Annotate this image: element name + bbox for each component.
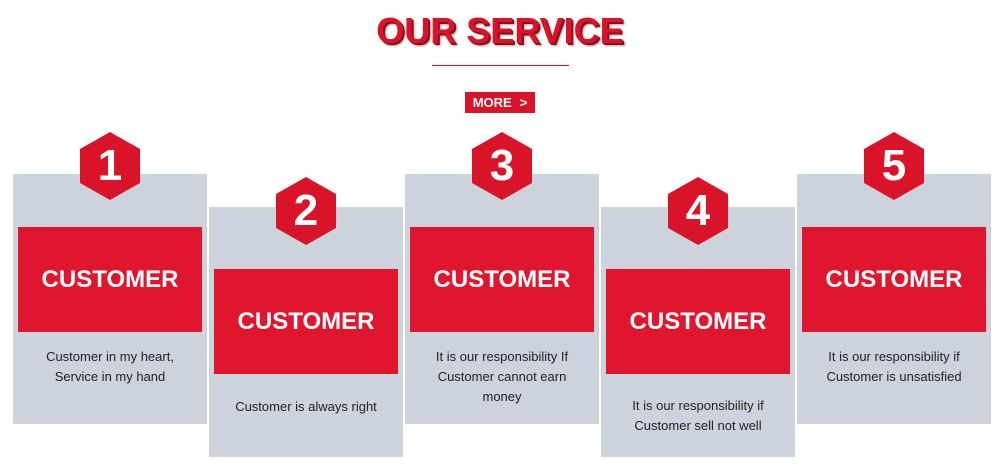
card-description: It is our responsibility if Customer is …: [797, 347, 991, 387]
card-description-line: money: [482, 389, 522, 404]
panel-title: CUSTOMER: [237, 307, 375, 335]
more-button-label: MORE: [472, 95, 512, 110]
card-description-line: Customer in my heart,: [46, 349, 174, 364]
panel-title: CUSTOMER: [629, 307, 767, 335]
chevron-right-icon: >: [519, 95, 528, 110]
card-description-line: It is our responsibility if: [828, 349, 960, 364]
card-description-line: It is our responsibility if: [632, 398, 764, 413]
badge-number: 5: [881, 141, 907, 190]
card-description-line: Customer cannot earn: [437, 369, 567, 384]
more-button[interactable]: MORE >: [465, 92, 535, 113]
badge-number: 4: [685, 186, 711, 235]
card-description-line: Customer sell not well: [634, 418, 762, 433]
card-description: Customer is always right: [209, 397, 403, 417]
number-badge-3: 3: [472, 132, 532, 200]
card-description-line: It is our responsibility If: [435, 349, 569, 364]
customer-panel: CUSTOMER: [214, 269, 398, 374]
section-title: OUR SERVICE: [376, 10, 624, 51]
number-badge-5: 5: [864, 132, 924, 200]
customer-panel: CUSTOMER: [410, 227, 594, 332]
card-description-line: Customer is always right: [235, 399, 377, 414]
service-card-5: CUSTOMER It is our responsibility if Cus…: [797, 174, 991, 424]
panel-title: CUSTOMER: [825, 265, 963, 293]
title-divider: [432, 65, 569, 66]
card-description: Customer in my heart, Service in my hand: [13, 347, 207, 387]
service-card-2: CUSTOMER Customer is always right: [209, 207, 403, 457]
card-description: It is our responsibility if Customer sel…: [601, 396, 795, 436]
card-description: It is our responsibility If Customer can…: [405, 347, 599, 407]
service-card-4: CUSTOMER It is our responsibility if Cus…: [601, 207, 795, 457]
customer-panel: CUSTOMER: [606, 269, 790, 374]
badge-number: 1: [97, 141, 123, 190]
badge-number: 2: [293, 186, 319, 235]
service-card-1: CUSTOMER Customer in my heart, Service i…: [13, 174, 207, 424]
number-badge-1: 1: [80, 132, 140, 200]
customer-panel: CUSTOMER: [802, 227, 986, 332]
customer-panel: CUSTOMER: [18, 227, 202, 332]
badge-number: 3: [489, 141, 515, 190]
card-description-line: Customer is unsatisfied: [826, 369, 962, 384]
service-card-3: CUSTOMER It is our responsibility If Cus…: [405, 174, 599, 424]
panel-title: CUSTOMER: [41, 265, 179, 293]
number-badge-2: 2: [276, 177, 336, 245]
number-badge-4: 4: [668, 177, 728, 245]
panel-title: CUSTOMER: [433, 265, 571, 293]
card-description-line: Service in my hand: [54, 369, 166, 384]
